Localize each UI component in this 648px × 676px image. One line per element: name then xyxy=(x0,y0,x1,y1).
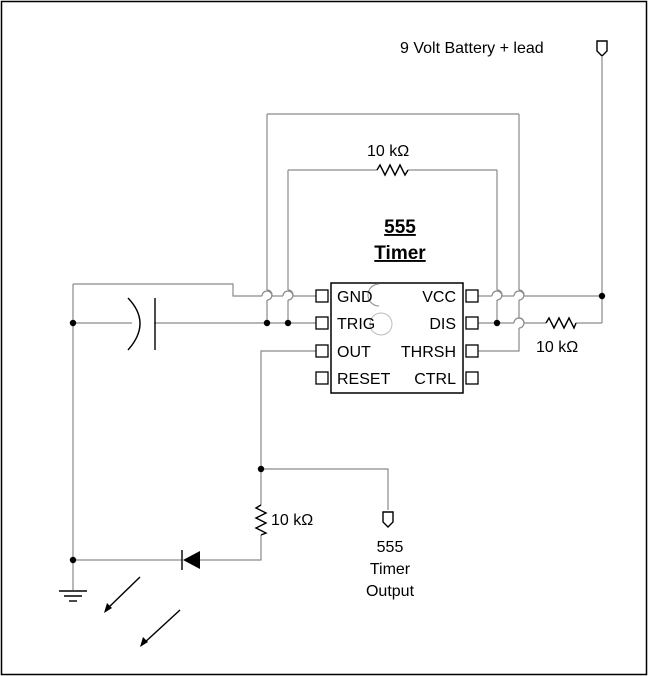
wire-gnd xyxy=(72,283,316,560)
output-label-line1: 555 xyxy=(377,539,404,556)
resistor-right-label: 10 kΩ xyxy=(536,339,578,356)
resistor-top-zigzag xyxy=(376,163,409,177)
pin-gnd-label: GND xyxy=(337,289,373,306)
timer-title-line1: 555 xyxy=(384,217,416,238)
output-label-line2: Timer xyxy=(370,561,411,578)
led-diode xyxy=(181,550,200,570)
pin-thrsh-label: THRSH xyxy=(401,344,456,361)
battery-label: 9 Volt Battery + lead xyxy=(400,40,544,57)
timer-title-line2: Timer xyxy=(374,243,426,264)
wire-top-loop xyxy=(266,113,525,352)
pin-reset-label: RESET xyxy=(337,371,391,388)
resistor-right-zigzag xyxy=(545,316,577,330)
pin-dis-label: DIS xyxy=(429,316,456,333)
timer-ic xyxy=(315,282,479,394)
led-light-arrows xyxy=(104,576,181,647)
junction-dots xyxy=(69,292,606,564)
pin-vcc-label: VCC xyxy=(422,289,456,306)
resistor-output-label: 10 kΩ xyxy=(271,512,313,529)
resistor-output-zigzag xyxy=(254,504,268,536)
ground-symbol xyxy=(59,590,87,602)
timer-ic-body xyxy=(330,282,464,394)
output-terminal xyxy=(382,511,394,528)
pin-out-label: OUT xyxy=(337,344,371,361)
wire-vcc xyxy=(478,290,602,297)
timer-ic-dot-marker xyxy=(369,312,393,336)
pin-trig-label: TRIG xyxy=(337,316,375,333)
pin-ctrl-label: CTRL xyxy=(414,371,456,388)
battery-terminal xyxy=(596,40,608,323)
resistor-top-label: 10 kΩ xyxy=(367,143,409,160)
capacitor xyxy=(127,297,156,351)
timer-ic-notch xyxy=(367,283,380,307)
output-label-line3: Output xyxy=(366,583,415,600)
